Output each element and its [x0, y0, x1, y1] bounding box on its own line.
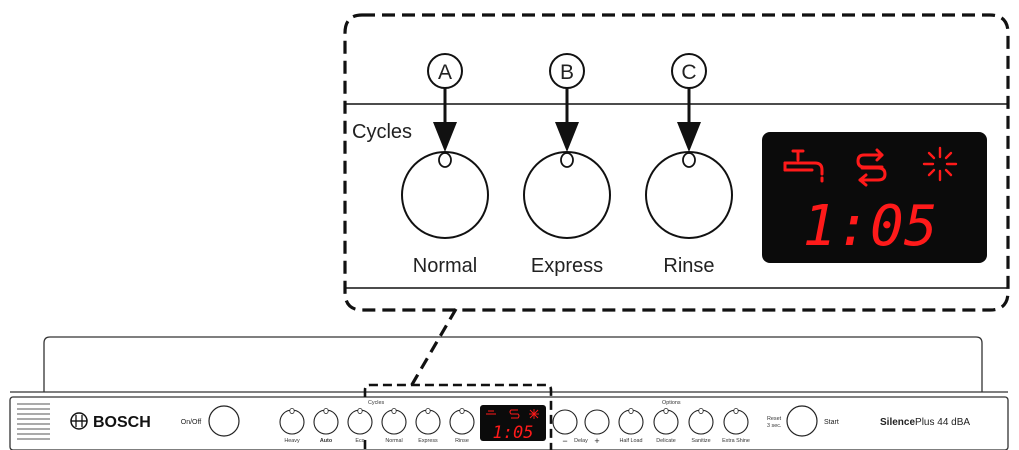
eco-label: Eco	[355, 438, 364, 444]
model-name-bold: Silence	[880, 417, 915, 428]
rinse-small-light	[459, 407, 465, 414]
half-load-light	[628, 407, 634, 414]
panel-faucet-icon	[486, 410, 496, 415]
arrow-b-head	[555, 122, 579, 152]
normal-small-label: Normal	[385, 438, 402, 444]
panel-door-outline	[43, 336, 983, 392]
rinse-indicator-light	[682, 152, 696, 168]
half-load-label: Half Load	[619, 438, 642, 444]
zoom-button-group-c: C Rinse	[645, 53, 733, 277]
start-button[interactable]	[786, 405, 818, 437]
brand-name: BOSCH	[93, 414, 151, 431]
marker-a-letter: A	[438, 61, 452, 84]
sanitize-light	[698, 407, 704, 414]
panel-sparkle-icon	[529, 409, 539, 419]
panel-vent	[17, 403, 50, 440]
sanitize-label: Sanitize	[691, 438, 710, 444]
zoom-button-group-b: B Express	[523, 53, 611, 277]
faucet-icon	[783, 149, 824, 183]
zoom-display: 1:05	[762, 132, 987, 263]
zoom-section-label: Cycles	[352, 121, 412, 143]
express-small-light	[425, 407, 431, 414]
power-button[interactable]	[208, 405, 240, 437]
marker-c-letter: C	[681, 61, 696, 84]
options-title: Options	[662, 400, 681, 406]
panel-zoom-indicator	[363, 383, 553, 450]
cycle-buttons: Heavy Auto Eco Normal Express Rinse	[279, 407, 475, 444]
auto-light	[323, 407, 329, 414]
express-button-label: Express	[531, 255, 603, 277]
power-label: On/Off	[181, 419, 202, 426]
express-cycle-button[interactable]	[523, 151, 611, 239]
callout-connector-line	[408, 308, 458, 389]
model-name-rest: Plus 44 dBA	[915, 417, 970, 428]
cycles-title: Cycles	[368, 400, 384, 406]
delay-plus-button[interactable]	[584, 409, 610, 435]
normal-cycle-button[interactable]	[401, 151, 489, 239]
bosch-logo-icon	[70, 412, 88, 430]
panel-rinse-icon	[509, 409, 520, 419]
auto-label: Auto	[320, 438, 333, 444]
reset-label-line2: 3 sec.	[767, 423, 781, 429]
delay-label: Delay	[574, 438, 588, 444]
express-indicator-light	[560, 152, 574, 168]
reset-label-line1: Reset	[767, 416, 782, 422]
rinse-cycle-button[interactable]	[645, 151, 733, 239]
extra-shine-light	[733, 407, 739, 414]
control-panel: BOSCH On/Off Cycles Heavy Auto Eco Norma…	[9, 336, 1009, 450]
option-buttons: Half Load Delicate Sanitize Extra Shine	[618, 407, 750, 444]
start-label: Start	[824, 419, 839, 426]
normal-indicator-light	[438, 152, 452, 168]
arrow-c-head	[677, 122, 701, 152]
rinse-cycle-icon	[856, 148, 887, 187]
arrow-a-head	[433, 122, 457, 152]
callout-dashed-border	[343, 13, 1010, 312]
rinse-button-label: Rinse	[663, 255, 714, 277]
extra-shine-label: Extra Shine	[722, 438, 750, 444]
delay-minus-label: −	[562, 436, 567, 446]
zoom-button-group-a: A Normal	[401, 53, 489, 277]
zoom-callout: Cycles A Normal B Express C	[343, 13, 1010, 312]
panel-display-time: 1:05	[493, 423, 534, 443]
normal-button-label: Normal	[413, 255, 477, 277]
panel-display: 1:05	[480, 405, 546, 443]
sparkle-icon	[922, 146, 958, 182]
express-small-label: Express	[418, 438, 438, 444]
marker-b-letter: B	[560, 61, 574, 84]
delay-plus-label: +	[594, 436, 599, 446]
heavy-label: Heavy	[284, 438, 300, 444]
delicate-label: Delicate	[656, 438, 675, 444]
heavy-light	[289, 407, 295, 414]
eco-light	[357, 407, 363, 414]
model-name: SilencePlus 44 dBA	[880, 417, 970, 428]
delicate-light	[663, 407, 669, 414]
display-time-readout: 1:05	[803, 194, 938, 259]
normal-small-light	[391, 407, 397, 414]
rinse-small-label: Rinse	[455, 438, 469, 444]
delay-minus-button[interactable]	[552, 409, 578, 435]
